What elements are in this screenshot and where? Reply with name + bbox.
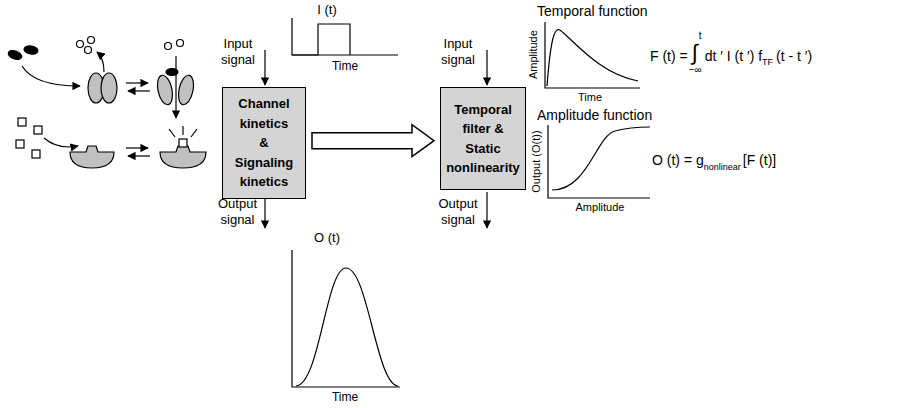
drawing-part — [128, 155, 150, 156]
drawing-part — [547, 30, 638, 86]
drawing-part — [22, 66, 80, 86]
drawing-part — [545, 22, 640, 88]
axis-label: Output (O(t)) — [529, 131, 542, 193]
drawing-part — [34, 126, 42, 134]
drawing-part — [296, 268, 398, 386]
signal-label: Output signal — [432, 196, 484, 227]
drawing-part — [548, 125, 650, 198]
axis-label: Amplitude — [526, 31, 539, 80]
drawing-part — [176, 74, 196, 106]
drawing-part — [23, 45, 38, 55]
drawing-part — [486, 192, 487, 228]
drawing-part — [169, 126, 197, 137]
equation-part: dt ′ I (t ′) f — [705, 48, 762, 65]
equation-part: O (t) = g — [652, 152, 704, 169]
subscript: nonlinear — [704, 162, 741, 173]
drawing-part — [177, 40, 184, 47]
signal-name: I (t) — [317, 2, 337, 18]
drawing-part — [32, 150, 40, 158]
drawing-part — [77, 41, 84, 48]
drawing-part — [175, 56, 176, 118]
integral-limit: −∞ — [689, 64, 702, 76]
box-label: Channel kinetics & Signaling kinetics — [235, 94, 294, 192]
signal-label: Output signal — [212, 196, 263, 227]
drawing-part — [44, 138, 78, 147]
channel-illustration — [7, 37, 206, 169]
drawing-part — [155, 74, 175, 106]
axis-label: Time — [578, 91, 602, 104]
drawing-part — [126, 147, 148, 148]
drawing-part — [165, 43, 172, 50]
integral-sign: ∫ — [692, 40, 698, 66]
process-box: Channel kinetics & Signaling kinetics — [222, 87, 306, 199]
drawing-part — [88, 37, 95, 44]
drawing-part — [70, 146, 114, 168]
equation-part: (t - t ′) — [776, 48, 812, 65]
integral-limit: t — [699, 30, 702, 42]
drawing-part — [85, 47, 92, 54]
signal-label: Input signal — [433, 36, 483, 67]
axis-label: Amplitude — [576, 201, 625, 214]
equation-part: [F (t)] — [743, 152, 776, 169]
axis-label: Time — [332, 59, 358, 73]
drawing-part — [126, 82, 148, 83]
drawing-part — [292, 24, 350, 55]
drawing-part — [101, 73, 117, 103]
axis-label: Time — [332, 390, 358, 404]
plot-title: Temporal function — [537, 3, 648, 20]
subscript: TF — [762, 57, 773, 68]
signal-plots — [292, 18, 650, 387]
drawing-part — [160, 146, 206, 168]
box-label: Temporal filter & Static nonlinearity — [446, 100, 520, 178]
process-box: Temporal filter & Static nonlinearity — [440, 87, 526, 190]
drawing-part — [292, 250, 400, 387]
drawing-part — [552, 127, 650, 190]
block-arrow — [312, 125, 434, 157]
drawing-part — [97, 52, 104, 72]
signal-label: Input signal — [213, 36, 263, 67]
drawing-part — [179, 139, 187, 147]
drawing-part — [292, 18, 398, 55]
plot-title: Amplitude function — [537, 107, 652, 124]
drawing-part — [16, 140, 24, 148]
drawing-part — [264, 50, 265, 85]
drawing-part — [18, 118, 26, 126]
equation-part: F (t) = — [650, 48, 688, 65]
drawing-part — [7, 49, 23, 61]
signal-name: O (t) — [314, 230, 340, 246]
drawing-part — [128, 90, 150, 91]
drawing-part — [486, 50, 487, 85]
